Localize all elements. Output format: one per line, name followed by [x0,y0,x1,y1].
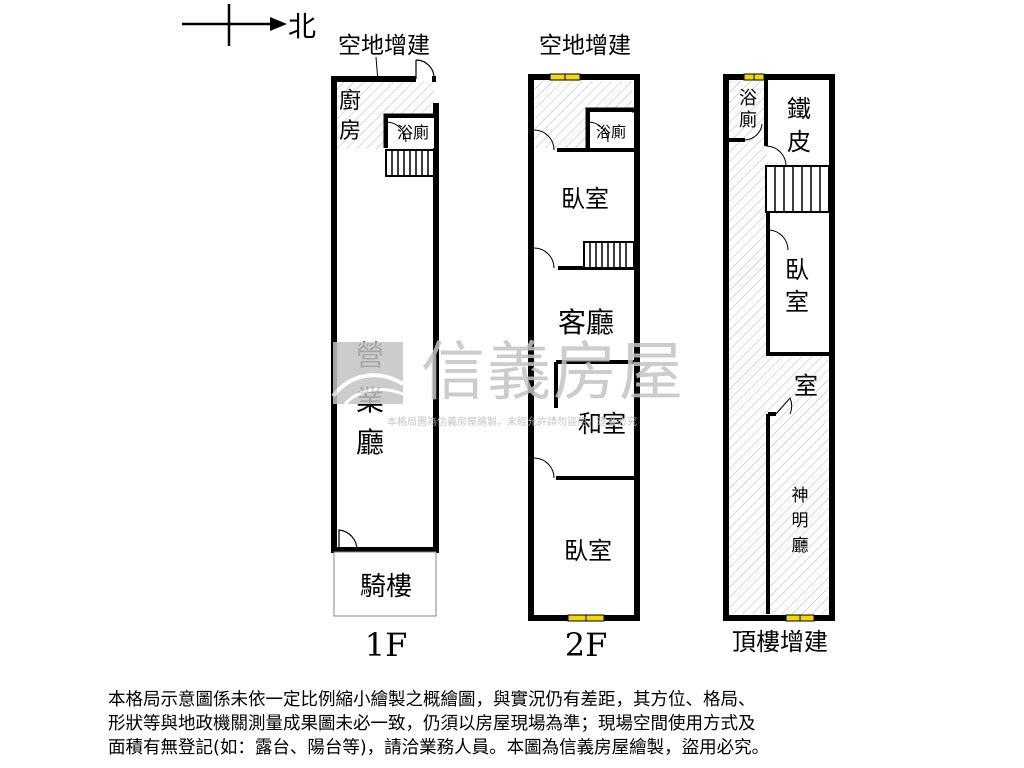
1f-stairs [385,149,435,177]
rooftop-stairs [765,165,830,213]
rooftop-room-label: 室 [794,372,818,400]
rooftop-shrine-label-3: 廳 [792,536,809,556]
2f-japanese-label: 和室 [578,410,626,438]
rooftop-iron-label-2: 皮 [787,128,811,156]
watermark-small: 本格局圖為信義房屋繪製，未經允許請勿盜用，違者必究 [387,415,637,428]
1f-front-door [338,529,358,551]
disclaimer-line-2: 形狀等與地政機關測量成果圖未必一致，仍須以房屋現場為準；現場空間使用方式及 [108,714,756,734]
2f-top-label: 空地增建 [539,33,631,59]
1f-bath-label: 浴廁 [397,123,429,142]
2f-bath-wall [585,107,634,148]
watermark: 信義房屋 本格局圖為信義房屋繪製，未經允許請勿盜用，違者必究 [331,336,685,428]
2f-bedroom-1-label: 臥室 [561,185,609,213]
2f-bedroom-2-label: 臥室 [564,537,612,565]
rooftop-shrine-label-1: 神 [792,486,809,506]
1f-kitchen-label-1: 廚 [339,89,361,114]
1f-floor-label: 1F [365,626,408,664]
1f-top-label: 空地增建 [338,33,430,59]
rooftop-shrine-label-2: 明 [792,511,809,531]
rooftop-outer-wall [723,74,835,621]
rooftop-bedroom-label-1: 臥 [785,256,809,284]
rooftop-bedroom-wall [766,212,829,356]
rooftop-bath-door-arc [744,123,763,141]
disclaimer-line-1: 本格局示意圖係未依一定比例縮小繪製之概繪圖，與實況仍有差距，其方位、格局、 [108,690,756,710]
2f-floor-label: 2F [565,626,608,664]
rooftop-bottom-window [785,614,815,622]
rooftop-bedroom-door-arc [767,229,789,251]
1f-kitchen-label-2: 房 [339,119,361,144]
1f-bath-door-arc [385,121,407,143]
2f-bath-label: 浴廁 [596,123,626,141]
rooftop-iron-door-arc [765,145,787,167]
rooftop-floor-label: 頂樓增建 [732,628,828,656]
north-label: 北 [288,10,316,43]
rooftop-shrine-door-arc [775,397,793,415]
disclaimer-line-3: 面積有無登記(如：露台、陽台等)，請洽業務人員。本圖為信義房屋繪製，盜用必究。 [108,738,770,758]
floor-rooftop: 浴 廁 鐵 皮 臥 室 室 神 明 廳 頂樓增建 [723,73,835,656]
1f-bath-room [388,118,434,148]
2f-bedroom-door-arc [533,129,555,151]
compass: 北 [182,4,316,46]
rooftop-bedroom-label-2: 室 [785,288,809,316]
rooftop-bath-label-1: 浴 [739,88,757,109]
north-arrow-head-icon [270,17,287,31]
watermark-brand: 信義房屋 [421,336,685,410]
rooftop-iron-label-1: 鐵 [787,95,811,123]
1f-outer-wall [331,76,439,553]
1f-hall-label-3: 廳 [356,426,384,459]
2f-bath-room [590,112,632,148]
1f-arcade-label: 騎樓 [360,572,412,602]
2f-top-window [549,73,581,81]
rooftop-top-window [743,73,765,81]
2f-stairs [583,241,635,269]
floor-1f: 空地增建 廚 房 浴廁 營 業 廳 騎樓 [331,33,439,664]
2f-living-label: 客廳 [558,306,614,339]
rooftop-bath-label-2: 廁 [739,109,757,131]
watermark-logo-icon [331,342,405,406]
1f-arcade [333,551,437,617]
1f-back-door [415,59,435,80]
floor-2f: 空地增建 [528,33,640,664]
rooftop-bedroom [768,214,829,354]
2f-japanese-door-arc [533,457,555,479]
1f-bath-wall [383,113,436,148]
2f-living-door-arc [533,247,555,269]
2f-bottom-window [567,614,605,622]
2f-bath-door-arc [587,121,609,143]
disclaimer: 本格局示意圖係未依一定比例縮小繪製之概繪圖，與實況仍有差距，其方位、格局、 形狀… [108,688,908,760]
